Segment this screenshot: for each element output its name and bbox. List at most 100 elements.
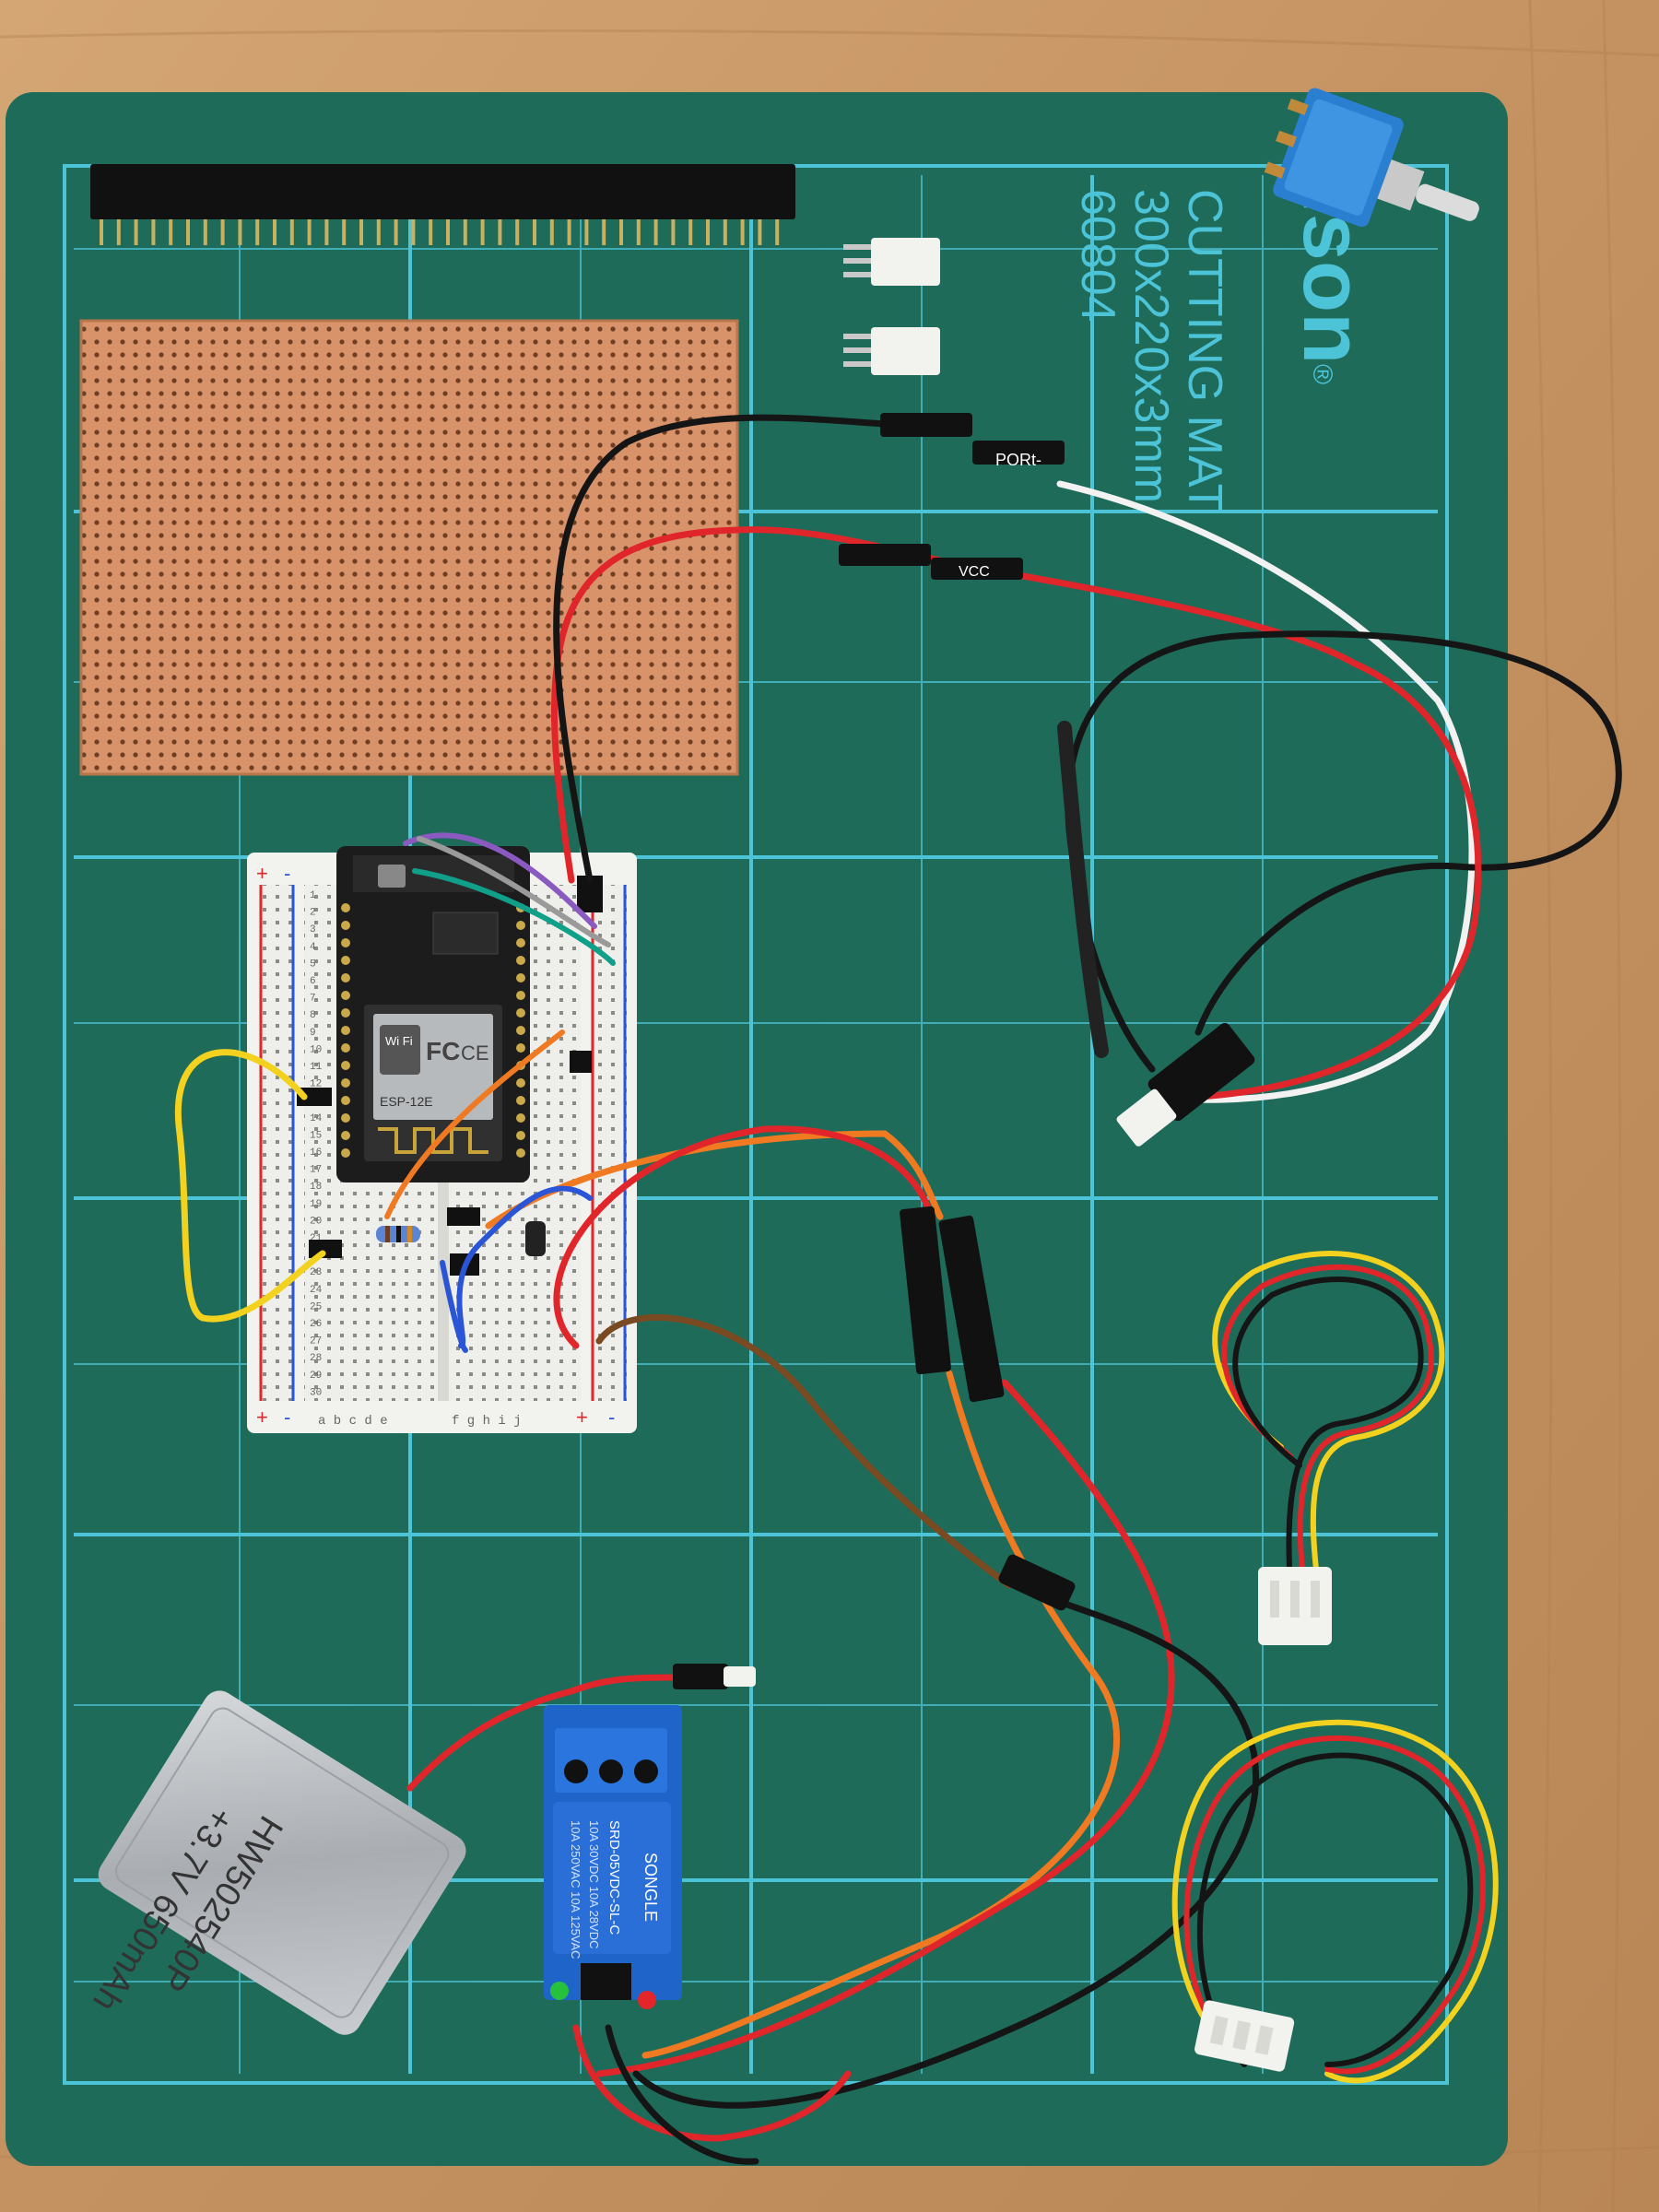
nodemcu-fc-mark: FC [426, 1037, 460, 1065]
nodemcu-pin [341, 956, 350, 965]
header-pin [688, 219, 693, 245]
header-pin [636, 219, 641, 245]
led-green [550, 1982, 569, 2000]
led-red [638, 1991, 656, 2009]
header-pin [238, 219, 242, 245]
header-pin [151, 219, 156, 245]
bb-row-number: 26 [310, 1319, 322, 1330]
bb-minus-bottom-right: - [608, 1406, 615, 1429]
header-pin [498, 219, 502, 245]
bb-row-number: 30 [310, 1387, 322, 1398]
bb-row-number: 20 [310, 1216, 322, 1227]
bb-row-number: 29 [310, 1371, 322, 1382]
header-pin [446, 219, 450, 245]
mat-title: CUTTING MAT [1178, 189, 1231, 512]
bb-row-number: 28 [310, 1353, 322, 1364]
bb-row-number: 16 [310, 1147, 322, 1159]
header-pin [653, 219, 658, 245]
resistor [376, 1226, 420, 1242]
header-pin [671, 219, 676, 245]
relay-line1: 10A 250VAC 10A 125VAC [569, 1820, 582, 1959]
bb-row-number: 8 [310, 1010, 316, 1021]
bb-row-number: 3 [310, 924, 316, 935]
bb-row-number: 27 [310, 1336, 322, 1347]
header-pin [203, 219, 207, 245]
bb-cols-right: f g h i j [452, 1414, 522, 1429]
bb-plus-bottom-left: + [256, 1406, 268, 1429]
cable-label-port: PORt- [995, 451, 1041, 469]
bb-row-number: 18 [310, 1182, 322, 1193]
nodemcu-module: ESP-12E [380, 1094, 433, 1109]
nodemcu-wifi-text: Wi Fi [385, 1034, 413, 1048]
header-pin [549, 219, 554, 245]
nodemcu-pin [516, 1131, 525, 1140]
header-pin [220, 219, 225, 245]
relay-model: SRD-05VDC-SL-C [606, 1820, 622, 1935]
header-pin [584, 219, 589, 245]
transistor [525, 1221, 546, 1256]
header-pin [533, 219, 536, 245]
header-pin [342, 219, 347, 245]
bb-cols-left: a b c d e [318, 1414, 388, 1429]
nodemcu-pin [516, 991, 525, 1000]
nodemcu-pin [341, 903, 350, 912]
header-pin [706, 219, 710, 245]
nodemcu-pin [516, 938, 525, 947]
nodemcu-pin [341, 1148, 350, 1158]
nodemcu-pin [341, 938, 350, 947]
relay-brand: SONGLE [641, 1853, 660, 1922]
relay-line2: 10A 30VDC 10A 28VDC [587, 1820, 601, 1948]
jst-connector-top [843, 238, 940, 286]
header-pin [289, 219, 294, 245]
header-pin [602, 219, 606, 245]
toggle-switch [1264, 88, 1479, 228]
bb-row-number: 14 [310, 1113, 323, 1124]
nodemcu-pin [341, 921, 350, 930]
bb-row-number: 1 [310, 890, 316, 901]
bb-minus-top-left: - [284, 862, 290, 885]
nodemcu-pin [516, 1113, 525, 1123]
header-pin [758, 219, 762, 245]
header-pin [186, 219, 190, 245]
header-pin [307, 219, 312, 245]
header-pin [619, 219, 623, 245]
header-pin [411, 219, 416, 245]
nodemcu-pin [341, 1008, 350, 1018]
bb-row-number: 23 [310, 1267, 322, 1278]
bb-plus-bottom-right: + [576, 1406, 588, 1429]
nodemcu-pin [341, 1026, 350, 1035]
header-pin [134, 219, 138, 245]
cable-label-vcc: VCC [959, 564, 990, 580]
bb-row-number: 19 [310, 1199, 322, 1210]
bb-row-number: 24 [310, 1285, 323, 1296]
bb-minus-bottom-left: - [284, 1406, 290, 1429]
header-pin [480, 219, 485, 245]
nodemcu-pin [516, 1096, 525, 1105]
bb-row-number: 6 [310, 976, 316, 987]
nodemcu-pin [516, 1008, 525, 1018]
bb-plus-top-left: + [256, 862, 268, 885]
header-pin [116, 219, 121, 245]
nodemcu-ce-mark: CE [461, 1041, 489, 1065]
bb-row-number: 10 [310, 1044, 322, 1055]
mat-size: 300x220x3mm [1124, 189, 1178, 503]
mat-code: 60804 [1071, 189, 1124, 323]
pin-header-strip [90, 164, 795, 245]
bb-row-number: 15 [310, 1130, 322, 1141]
nodemcu-pin [341, 1043, 350, 1053]
nodemcu-pin [516, 1148, 525, 1158]
mat-brand-mark: ® [1307, 364, 1337, 384]
header-pin [255, 219, 260, 245]
header-pin [359, 219, 363, 245]
header-pin [515, 219, 520, 245]
bb-row-number: 4 [310, 942, 316, 953]
header-pin [463, 219, 467, 245]
bb-row-number: 25 [310, 1301, 322, 1312]
header-pin [429, 219, 433, 245]
bb-row-number: 7 [310, 994, 316, 1005]
nodemcu-pin [341, 1131, 350, 1140]
nodemcu-pin [516, 973, 525, 982]
header-pin [394, 219, 398, 245]
nodemcu-pin [516, 921, 525, 930]
